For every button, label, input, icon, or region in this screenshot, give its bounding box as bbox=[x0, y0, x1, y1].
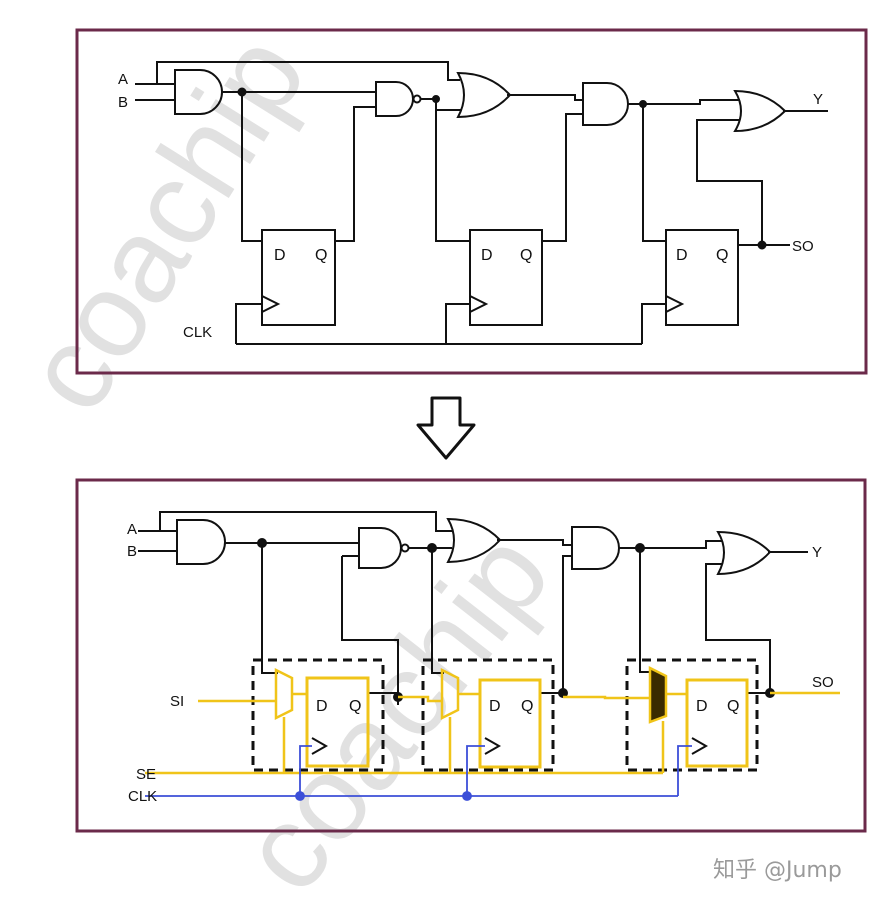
output-label-so: SO bbox=[812, 674, 834, 691]
ff-d-label: D bbox=[316, 698, 328, 715]
or-gate bbox=[446, 517, 502, 564]
nand-gate bbox=[375, 81, 414, 117]
ff-q-label: Q bbox=[349, 698, 361, 715]
and-gate bbox=[582, 82, 629, 126]
junction-dot bbox=[432, 95, 440, 103]
clock-triangle bbox=[691, 737, 709, 755]
clock-triangle bbox=[311, 737, 329, 755]
flip-flop bbox=[261, 229, 336, 326]
ff-d-label: D bbox=[676, 247, 688, 264]
ff-q-label: Q bbox=[716, 247, 728, 264]
output-label-so: SO bbox=[792, 238, 814, 255]
ff-d-label: D bbox=[274, 247, 286, 264]
clock-triangle bbox=[665, 295, 685, 313]
scan-cell-box bbox=[625, 658, 759, 772]
scan-cell-box bbox=[421, 658, 555, 772]
scan-mux bbox=[648, 665, 668, 724]
watermark-text-upper: coachip bbox=[0, 12, 331, 434]
junction-dot bbox=[462, 791, 472, 801]
clock-network bbox=[145, 745, 692, 801]
scan-flip-flop bbox=[478, 678, 542, 769]
and-gate bbox=[176, 519, 226, 565]
scan-flip-flop bbox=[305, 676, 370, 768]
scan-enable-label: SE bbox=[136, 766, 156, 783]
down-arrow-icon bbox=[416, 396, 476, 460]
nand-gate bbox=[358, 527, 402, 569]
nand-bubble bbox=[400, 543, 410, 553]
junction-dot bbox=[427, 543, 437, 553]
scan-cell-box bbox=[251, 658, 385, 772]
scan-flip-flop bbox=[685, 678, 749, 768]
ff-q-label: Q bbox=[727, 698, 739, 715]
and-gate bbox=[174, 69, 223, 115]
or-gate bbox=[456, 71, 512, 119]
ff-d-label: D bbox=[481, 247, 493, 264]
scan-wire bbox=[145, 691, 840, 775]
original-circuit-labels: A B Y SO CLK D Q D Q D Q bbox=[118, 71, 823, 341]
junction-dot bbox=[757, 240, 767, 250]
clock-triangle bbox=[484, 737, 502, 755]
ff-q-label: Q bbox=[315, 247, 327, 264]
credit-text: 知乎 @Jump bbox=[713, 858, 842, 883]
clock-label: CLK bbox=[128, 788, 157, 805]
junction-dot bbox=[639, 100, 647, 108]
scan-circuit-labels: A B Y SO SI SE CLK D Q D Q D Q bbox=[127, 521, 834, 805]
scan-circuit bbox=[75, 478, 867, 833]
junction-dot bbox=[237, 87, 247, 97]
ff-d-label: D bbox=[489, 698, 501, 715]
junction-dot bbox=[635, 543, 645, 553]
scan-circuit-frame bbox=[75, 478, 867, 833]
wire bbox=[135, 61, 828, 345]
or-gate bbox=[716, 530, 772, 576]
clock-label: CLK bbox=[183, 324, 212, 341]
scan-in-label: SI bbox=[170, 693, 184, 710]
input-label-b: B bbox=[118, 94, 128, 111]
clock-triangle bbox=[469, 295, 489, 313]
output-label-y: Y bbox=[812, 544, 822, 561]
or-gate bbox=[733, 89, 787, 133]
original-circuit-frame bbox=[75, 28, 868, 375]
flip-flop bbox=[665, 229, 739, 326]
junction-dot bbox=[295, 791, 305, 801]
and-gate bbox=[571, 526, 620, 570]
ff-q-label: Q bbox=[521, 698, 533, 715]
ff-d-label: D bbox=[696, 698, 708, 715]
clock-triangle bbox=[261, 295, 281, 313]
input-label-b: B bbox=[127, 543, 137, 560]
input-label-a: A bbox=[127, 521, 137, 538]
ff-q-label: Q bbox=[520, 247, 532, 264]
nand-bubble bbox=[412, 94, 422, 104]
flip-flop bbox=[469, 229, 543, 326]
scan-path bbox=[145, 665, 840, 775]
scan-mux bbox=[274, 667, 294, 721]
clock-wire bbox=[145, 745, 692, 797]
output-label-y: Y bbox=[813, 91, 823, 108]
original-circuit bbox=[75, 28, 868, 375]
junction-dot bbox=[257, 538, 267, 548]
watermark: coachip coachip bbox=[0, 12, 575, 909]
input-label-a: A bbox=[118, 71, 128, 88]
